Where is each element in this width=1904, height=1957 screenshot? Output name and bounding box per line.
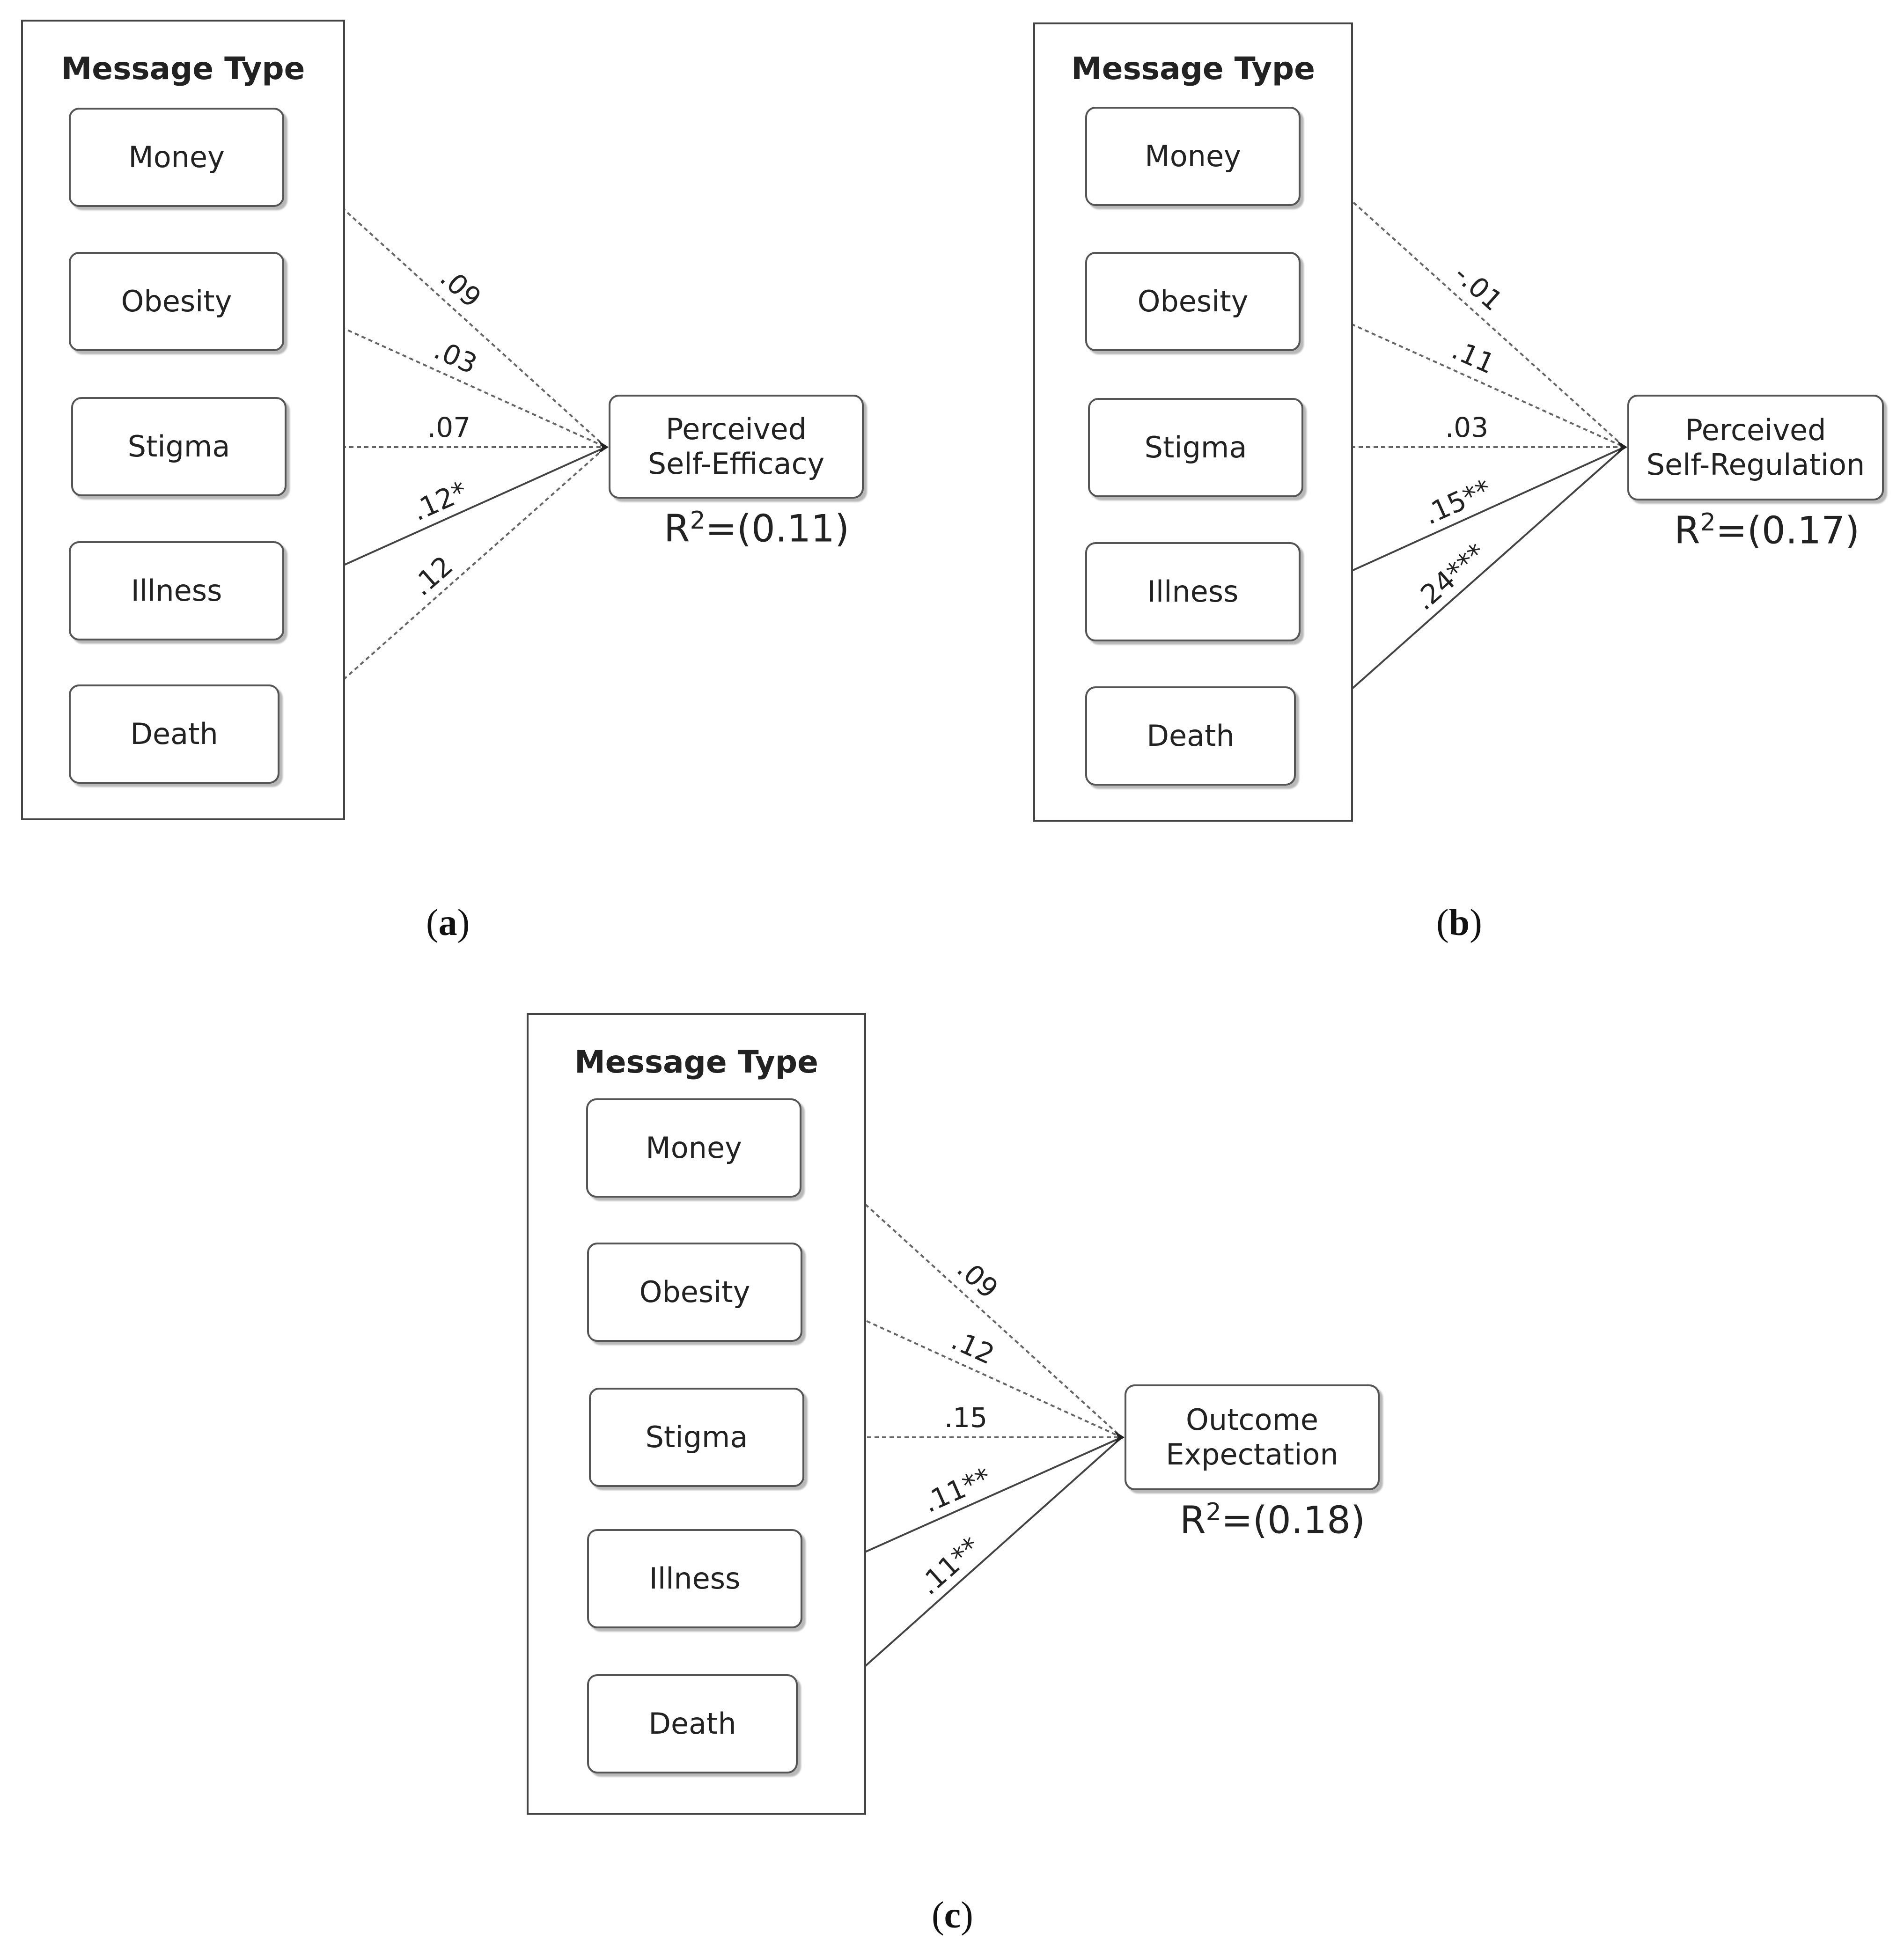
- path-coefficient-a-obesity: .03: [429, 333, 482, 380]
- arrowhead-a: [598, 441, 609, 454]
- source-node-money-c: Money: [586, 1098, 801, 1198]
- path-coefficient-a-money: .09: [434, 261, 487, 314]
- source-node-illness-a: Illness: [69, 541, 284, 640]
- path-line-c-obesity: [805, 1292, 1122, 1438]
- panel-label-a: (a): [426, 902, 470, 943]
- source-node-obesity-b: Obesity: [1085, 252, 1301, 351]
- source-node-death-a: Death: [69, 684, 279, 784]
- source-node-death-c: Death: [587, 1674, 798, 1773]
- path-line-b-illness: [1303, 446, 1625, 594]
- group-title: Message Type: [1071, 51, 1315, 87]
- path-coefficient-c-money: .09: [951, 1252, 1004, 1305]
- path-line-a-death: [281, 446, 607, 735]
- group-title: Message Type: [61, 51, 305, 87]
- path-coefficient-a-death: .12: [405, 550, 459, 602]
- panel-label-b: (b): [1436, 902, 1482, 943]
- source-node-stigma-c: Stigma: [589, 1388, 804, 1487]
- arrowhead-b: [1617, 441, 1627, 454]
- panel-label-c: (c): [932, 1895, 973, 1936]
- path-coefficient-c-obesity: .12: [947, 1324, 999, 1371]
- source-node-stigma-a: Stigma: [71, 397, 287, 496]
- source-node-death-b: Death: [1085, 686, 1296, 786]
- r-squared-b: R2=(0.17): [1674, 508, 1860, 552]
- path-coefficient-b-stigma: .03: [1445, 412, 1488, 443]
- path-coefficient-b-money: -.01: [1448, 258, 1509, 317]
- path-line-a-obesity: [286, 302, 606, 448]
- source-node-illness-b: Illness: [1085, 542, 1301, 641]
- path-line-b-death: [1298, 446, 1625, 737]
- path-line-b-money: [1302, 156, 1625, 448]
- path-coefficient-c-stigma: .15: [944, 1402, 987, 1434]
- path-coefficient-a-stigma: .07: [427, 412, 470, 443]
- path-coefficient-b-obesity: .11: [1447, 333, 1500, 380]
- source-node-money-a: Money: [69, 108, 284, 207]
- source-node-obesity-c: Obesity: [587, 1243, 802, 1342]
- path-coefficient-a-illness: .12*: [407, 475, 472, 527]
- source-node-obesity-a: Obesity: [69, 252, 284, 351]
- source-node-stigma-b: Stigma: [1088, 398, 1303, 497]
- r-squared-c: R2=(0.18): [1180, 1498, 1366, 1542]
- source-node-illness-c: Illness: [587, 1529, 802, 1628]
- path-line-b-obesity: [1303, 302, 1625, 448]
- source-node-money-b: Money: [1085, 107, 1301, 206]
- arrowhead-c: [1114, 1431, 1125, 1444]
- group-title: Message Type: [574, 1044, 818, 1080]
- r-squared-a: R2=(0.11): [664, 507, 850, 551]
